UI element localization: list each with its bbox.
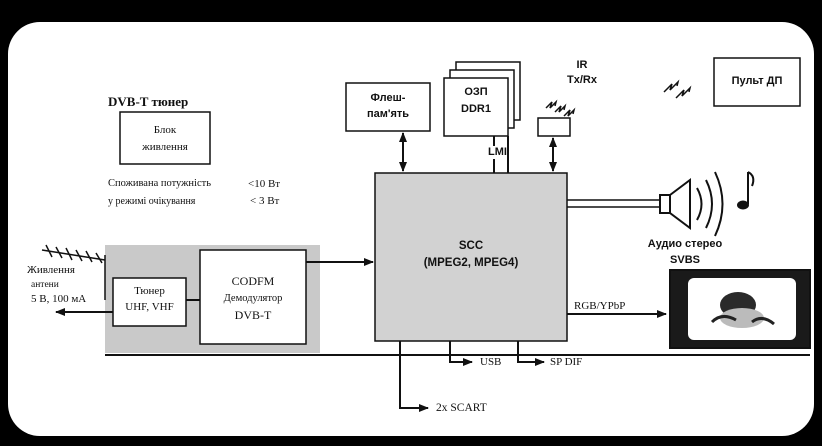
tuner-line1: Тюнер <box>113 285 186 298</box>
ram-label: ОЗП DDR1 <box>444 86 508 115</box>
audio-label: Аудио стерео SVBS <box>630 238 740 266</box>
audio-line1: Аудио стерео <box>630 238 740 251</box>
demod-line1: CODFM <box>200 275 306 289</box>
demod-line2: Демодулятор <box>200 293 306 305</box>
consumption-label: Споживана потужність <box>108 178 211 190</box>
flash-label: Флеш- пам'ять <box>346 92 430 120</box>
scc-line1: SCC <box>375 240 567 253</box>
tuner-line2: UHF, VHF <box>113 301 186 314</box>
diagram-title: DVB-T тюнер <box>108 95 188 110</box>
antenna-line1: Живлення <box>27 264 86 277</box>
scart-label: 2x SCART <box>436 402 487 415</box>
standby-value: < 3 Вт <box>250 195 279 208</box>
spdif-label: SP DIF <box>550 356 582 369</box>
remote-label: Пульт ДП <box>714 75 800 88</box>
demod-label: CODFM Демодулятор DVB-T <box>200 275 306 323</box>
antenna-line2: антени <box>31 280 86 291</box>
lmi-label: LMI <box>488 146 507 159</box>
ir-line1: IR <box>560 59 604 72</box>
ir-module-block <box>538 118 570 136</box>
tuner-label: Тюнер UHF, VHF <box>113 285 186 313</box>
consumption-value: <10 Вт <box>248 178 280 191</box>
flash-line2: пам'ять <box>346 108 430 121</box>
tv-icon <box>670 270 810 348</box>
ir-label: IR Tx/Rx <box>560 59 604 86</box>
demod-line3: DVB-T <box>200 309 306 323</box>
power-block-label: Блок живлення <box>120 124 210 153</box>
rgb-label: RGB/YPbP <box>574 300 625 313</box>
antenna-line3: 5 В, 100 мА <box>31 293 86 306</box>
power-block-line2: живлення <box>120 141 210 154</box>
scc-label: SCC (MPEG2, MPEG4) <box>375 240 567 270</box>
flash-line1: Флеш- <box>346 92 430 105</box>
usb-label: USB <box>480 356 501 369</box>
audio-line2: SVBS <box>630 254 740 267</box>
scc-line2: (MPEG2, MPEG4) <box>375 257 567 270</box>
standby-label: у режимі очікування <box>108 196 195 208</box>
ram-line2: DDR1 <box>444 103 508 116</box>
power-block-line1: Блок <box>120 124 210 137</box>
antenna-label: Живлення антени 5 В, 100 мА <box>27 264 86 305</box>
ram-line1: ОЗП <box>444 86 508 99</box>
ir-line2: Tx/Rx <box>560 74 604 87</box>
